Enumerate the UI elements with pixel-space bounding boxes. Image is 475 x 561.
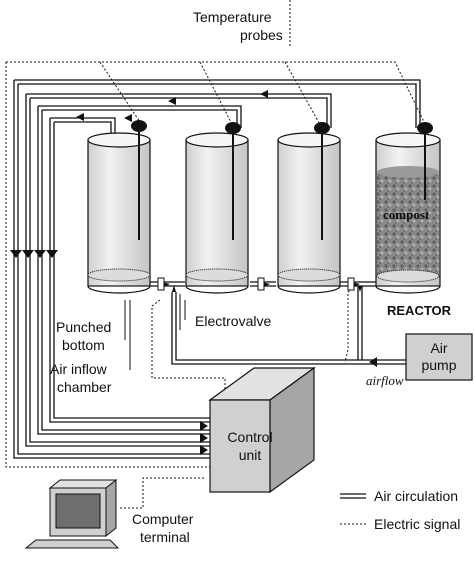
temperature-probes-label-1: Temperature <box>193 9 272 25</box>
air-circulation-lines <box>13 79 421 459</box>
reactor-3 <box>277 122 341 294</box>
computer-terminal-label-2: terminal <box>140 529 190 545</box>
control-unit: Control unit <box>208 366 316 494</box>
computer-terminal <box>24 478 120 549</box>
control-unit-label-1: Control <box>227 429 272 445</box>
temperature-probe-head <box>417 122 433 134</box>
compost-label: compost <box>383 207 430 222</box>
compost-fill <box>377 172 439 276</box>
temperature-probe-head <box>314 122 330 134</box>
control-unit-label-2: unit <box>239 447 262 463</box>
punched-bottom-label-1: Punched <box>56 319 111 335</box>
temperature-probe-head <box>225 122 241 134</box>
reactor-1 <box>87 120 151 294</box>
punched-bottom-label-2: bottom <box>62 337 105 353</box>
electrovalve-label: Electrovalve <box>195 313 271 329</box>
temperature-probe-head <box>131 120 147 132</box>
flow-arrows <box>10 90 377 455</box>
legend: Air circulation Electric signal <box>340 488 460 532</box>
labels: Temperature probes Electrovalve REACTOR … <box>50 9 452 545</box>
legend-electric-signal: Electric signal <box>374 516 460 532</box>
air-inflow-chamber-label-2: chamber <box>57 379 112 395</box>
air-pump-label-2: pump <box>421 357 456 373</box>
air-pump-label-1: Air <box>430 340 447 356</box>
reactor-4: compost <box>375 122 441 294</box>
reactor-label: REACTOR <box>387 303 452 318</box>
leader-lines <box>124 294 186 370</box>
airflow-label: airflow <box>366 373 404 388</box>
legend-air-circulation: Air circulation <box>374 488 458 504</box>
reactor-2 <box>185 122 249 294</box>
air-inflow-chamber-label-1: Air inflow <box>50 361 108 377</box>
air-pump: Air pump <box>405 333 473 381</box>
temperature-probes-label-2: probes <box>240 27 283 43</box>
electrovalves <box>157 277 355 291</box>
computer-terminal-label-1: Computer <box>132 511 194 527</box>
